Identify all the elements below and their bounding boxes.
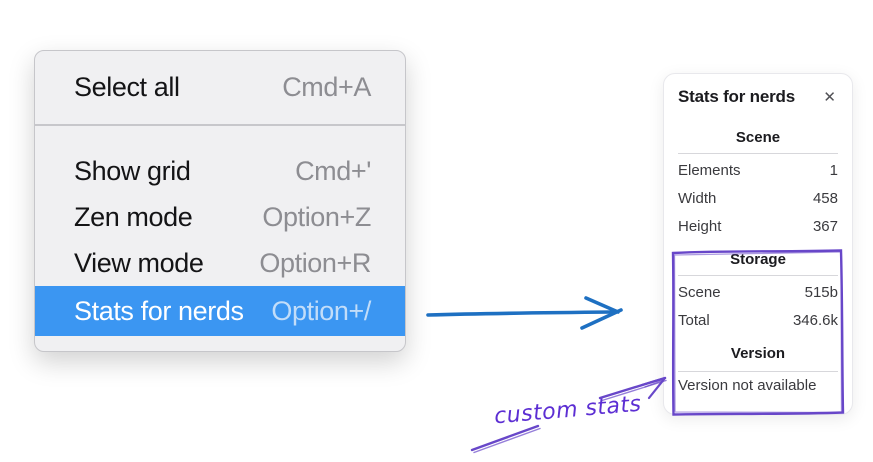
menu-item-stats-for-nerds[interactable]: Stats for nerds Option+/ (35, 286, 405, 336)
divider (678, 153, 838, 154)
menu-group: Show grid Cmd+' Zen mode Option+Z View m… (35, 126, 405, 351)
divider (678, 275, 838, 276)
stat-label: Elements (678, 162, 741, 179)
menu-item-shortcut: Option+/ (271, 295, 371, 326)
stat-value: 1 (829, 162, 838, 179)
menu-item-label: Stats for nerds (74, 295, 244, 326)
menu-item-zen-mode[interactable]: Zen mode Option+Z (35, 194, 405, 240)
menu-item-shortcut: Cmd+A (282, 72, 371, 102)
menu-item-select-all[interactable]: Select all Cmd+A (35, 51, 405, 124)
menu-separator (35, 124, 405, 126)
section-header-storage: Storage (730, 251, 786, 268)
storage-rows: Scene 515b Total 346.6k (678, 279, 838, 335)
stat-row-width: Width 458 (678, 185, 838, 213)
flow-arrow (426, 296, 623, 330)
stat-row-height: Height 367 (678, 213, 838, 241)
stat-label: Width (678, 190, 717, 207)
stat-value: 367 (812, 218, 838, 235)
stat-label: Height (678, 218, 722, 235)
section-header-scene: Scene (735, 129, 781, 146)
stat-row-scene-size: Scene 515b (678, 279, 838, 307)
stat-row-total-size: Total 346.6k (678, 307, 838, 335)
stat-row-elements: Elements 1 (678, 157, 838, 185)
stat-value: 515b (804, 284, 838, 301)
scene-rows: Elements 1 Width 458 Height 367 (678, 157, 838, 241)
menu-item-label: View mode (74, 247, 204, 278)
stats-panel-title: Stats for nerds (678, 87, 795, 106)
stats-panel-header: Stats for nerds ✕ (678, 87, 838, 107)
context-menu: Select all Cmd+A Show grid Cmd+' Zen mod… (34, 50, 406, 352)
stats-panel: Stats for nerds ✕ Scene Elements 1 Width… (663, 73, 853, 415)
stat-value: 346.6k (792, 312, 838, 329)
menu-item-label: Select all (74, 72, 180, 102)
section-header-version: Version (730, 345, 786, 362)
menu-item-show-grid[interactable]: Show grid Cmd+' (35, 148, 405, 194)
version-note: Version not available (678, 377, 817, 394)
stat-label: Scene (678, 284, 721, 301)
menu-item-shortcut: Option+R (259, 247, 371, 278)
stat-value: 458 (812, 190, 838, 207)
menu-item-shortcut: Cmd+' (295, 155, 371, 186)
close-icon[interactable]: ✕ (823, 88, 836, 106)
menu-item-label: Zen mode (74, 201, 193, 232)
menu-item-shortcut: Option+Z (262, 201, 371, 232)
annotation-arrow (470, 376, 667, 454)
menu-item-view-mode[interactable]: View mode Option+R (35, 240, 405, 286)
stat-label: Total (678, 312, 710, 329)
annotation-label: custom stats (493, 391, 643, 430)
menu-item-label: Show grid (74, 155, 191, 186)
